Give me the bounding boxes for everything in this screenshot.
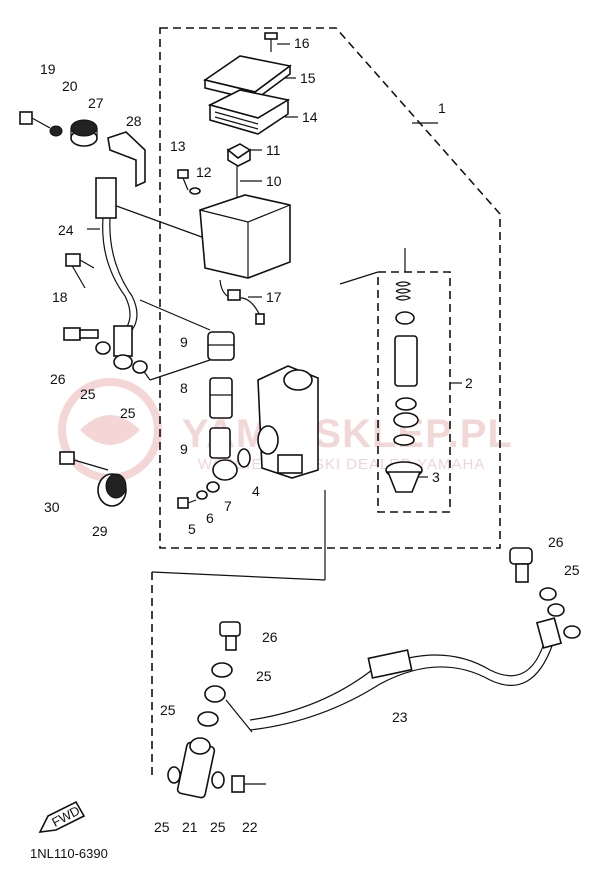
part-20-nut (49, 125, 63, 137)
part-23-hose (225, 639, 553, 733)
assembly-outline-2 (377, 271, 451, 513)
part-25-washer-b (132, 360, 148, 374)
callout-18: 18 (52, 289, 68, 305)
part-18-bolt (65, 253, 95, 269)
callout-25-g: 25 (210, 819, 226, 835)
part-17-hose (219, 279, 265, 325)
part-9-joint-upper (207, 331, 235, 361)
callout-25-a: 25 (80, 386, 96, 402)
callout-1: 1 (438, 100, 446, 116)
callout-16: 16 (294, 35, 310, 51)
callout-4: 4 (252, 483, 260, 499)
part-9-joint-lower (209, 427, 238, 481)
part-7-nut (206, 481, 220, 493)
watermark-main: YAMA-SKLEP.PL (182, 412, 513, 456)
part-3-boot (385, 461, 423, 493)
part-25-washer-a (95, 341, 111, 355)
callout-13: 13 (170, 138, 186, 154)
callout-25-f: 25 (154, 819, 170, 835)
part-13-bolt (177, 169, 189, 191)
fwd-arrow-icon: FWD (38, 800, 86, 833)
callout-9-b: 9 (180, 441, 188, 457)
callout-25-b: 25 (120, 405, 136, 421)
part-26-bolt-lower (219, 621, 241, 651)
callout-5: 5 (188, 521, 196, 537)
part-6-washer (196, 490, 208, 500)
callout-21: 21 (182, 819, 198, 835)
part-25-washer-h (167, 766, 181, 784)
callout-7: 7 (224, 498, 232, 514)
callout-25-e: 25 (160, 702, 176, 718)
callout-25-d: 25 (256, 668, 272, 684)
part-5-bolt (177, 497, 197, 509)
callout-12: 12 (196, 164, 212, 180)
callout-30: 30 (44, 499, 60, 515)
part-29-spring-wheel (97, 473, 127, 507)
callout-29: 29 (92, 523, 108, 539)
part-22-bolt (231, 775, 266, 793)
callout-3: 3 (432, 469, 440, 485)
part-25-washer-c (539, 587, 557, 601)
part-19-bolt (19, 111, 51, 129)
part-12-washer (189, 187, 201, 195)
part-25-washer-i (211, 771, 225, 789)
callout-27: 27 (88, 95, 104, 111)
part-24-hose (95, 177, 138, 370)
callout-20: 20 (62, 78, 78, 94)
callout-2: 2 (465, 375, 473, 391)
callout-25-c: 25 (564, 562, 580, 578)
diagram-code: 1NL110-6390 (30, 846, 108, 861)
callout-17: 17 (266, 289, 282, 305)
part-16-screw (264, 32, 278, 52)
callout-23: 23 (392, 709, 408, 725)
callout-9-a: 9 (180, 334, 188, 350)
callout-11: 11 (266, 142, 281, 158)
callout-8: 8 (180, 380, 188, 396)
part-30-pin (59, 451, 109, 471)
part-28-bracket (107, 131, 146, 188)
part-21-joint (176, 737, 216, 799)
callout-15: 15 (300, 70, 316, 86)
part-25-washer-g (197, 711, 219, 727)
part-26-bolt-right (509, 547, 533, 583)
part-4-oring (237, 448, 251, 468)
reservoir (199, 194, 291, 279)
part-8-boot (209, 377, 233, 419)
callout-19: 19 (40, 61, 56, 77)
part-27-grommet (70, 119, 98, 147)
callout-14: 14 (302, 109, 318, 125)
callout-28: 28 (126, 113, 142, 129)
callout-22: 22 (242, 819, 258, 835)
callout-26-a: 26 (50, 371, 66, 387)
part-25-washer-d (547, 603, 565, 617)
callout-24: 24 (58, 222, 74, 238)
callout-10: 10 (266, 173, 282, 189)
callouts: 16 15 14 11 10 12 13 1 17 2 3 19 20 27 2… (40, 35, 580, 835)
callout-26-c: 26 (262, 629, 278, 645)
part-25-washer-e (563, 625, 581, 639)
callout-6: 6 (206, 510, 214, 526)
part-25-washer-f (211, 662, 233, 678)
callout-26-b: 26 (548, 534, 564, 550)
part-2-piston-kit (393, 281, 419, 446)
part-26-bolt-upper (63, 327, 99, 341)
assembly-outline-1 (159, 27, 501, 549)
